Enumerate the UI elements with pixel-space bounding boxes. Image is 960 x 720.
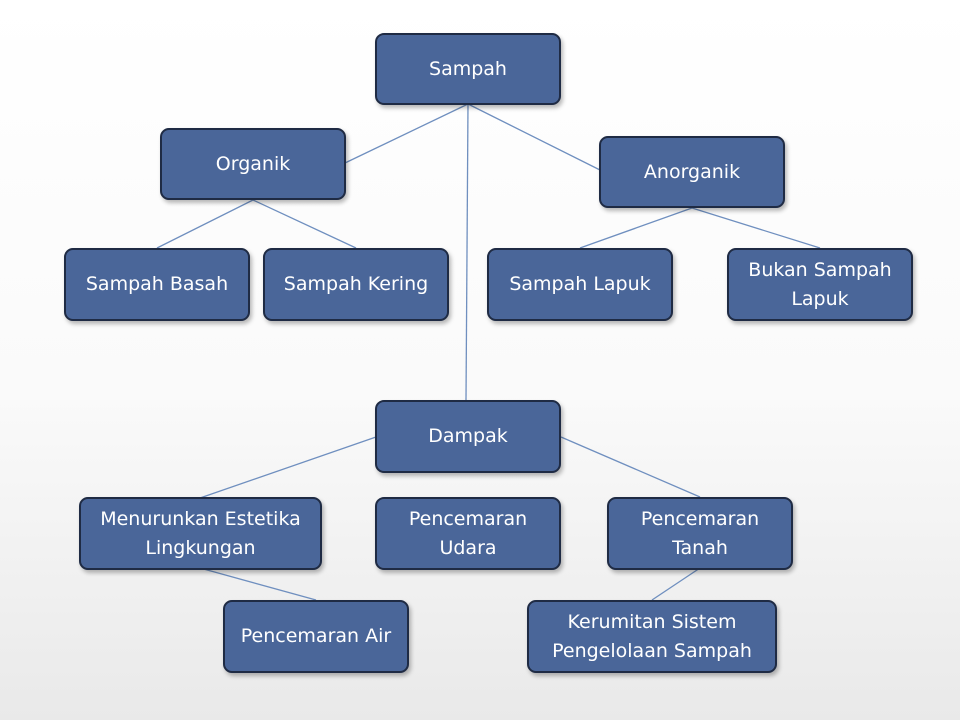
node-menurunkan-estetika-text: Menurunkan Estetika Lingkungan [100,505,301,563]
node-sampah-basah-label: Sampah Basah [85,273,229,295]
node-organik: Organik [160,128,346,200]
node-kerumitan-sistem: Kerumitan Sistem Pengelolaan Sampah [527,600,777,673]
node-pencemaran-tanah: Pencemaran Tanah [607,497,793,570]
node-sampah-kering: Sampah Kering [263,248,449,321]
node-kerumitan-sistem-line-1: Kerumitan Sistem [567,610,737,633]
node-pencemaran-tanah-line-1: Pencemaran [640,507,760,530]
connector-organik-sampah-kering [252,199,357,249]
node-dampak-label: Dampak [428,425,508,447]
connector-sampah-organik [344,103,469,164]
connector-organik-sampah-basah [156,199,254,249]
connector-anorganik-sampah-lapuk [579,207,693,249]
node-pencemaran-air-label: Pencemaran Air [240,625,392,647]
node-sampah-basah: Sampah Basah [64,248,250,321]
connector-sampah-dampak [465,103,469,401]
connector-menurunkan-estetika-pencemaran-air [199,567,317,601]
node-bukan-sampah-lapuk-line-1: Bukan Sampah [748,258,892,281]
node-bukan-sampah-lapuk: Bukan Sampah Lapuk [727,248,913,321]
node-sampah-label: Sampah [429,57,507,80]
node-pencemaran-udara: Pencemaran Udara [375,497,561,570]
node-sampah-lapuk: Sampah Lapuk [487,248,673,321]
node-menurunkan-estetika: Menurunkan Estetika Lingkungan [79,497,322,570]
node-pencemaran-udara-line-2: Udara [439,536,497,559]
node-dampak: Dampak [375,400,561,473]
node-pencemaran-udara-line-1: Pencemaran [408,507,528,530]
node-menurunkan-estetika-line-2: Lingkungan [145,536,256,559]
node-menurunkan-estetika-line-1: Menurunkan Estetika [100,507,301,530]
node-pencemaran-tanah-text: Pencemaran Tanah [641,505,759,563]
node-bukan-sampah-lapuk-text: Bukan Sampah Lapuk [748,256,891,314]
connector-anorganik-bukan-sampah-lapuk [691,207,821,249]
node-anorganik: Anorganik [599,136,785,208]
node-kerumitan-sistem-text: Kerumitan Sistem Pengelolaan Sampah [552,608,752,666]
node-sampah-kering-label: Sampah Kering [283,273,429,295]
node-sampah: Sampah [375,33,561,105]
node-pencemaran-tanah-line-2: Tanah [672,536,728,559]
node-pencemaran-air: Pencemaran Air [223,600,409,673]
connector-pencemaran-tanah-kerumitan-sistem [651,567,701,601]
node-pencemaran-udara-text: Pencemaran Udara [409,505,527,563]
node-bukan-sampah-lapuk-line-2: Lapuk [791,287,849,310]
node-kerumitan-sistem-line-2: Pengelolaan Sampah [552,639,752,662]
connector-dampak-menurunkan-estetika [199,436,377,499]
connector-sampah-anorganik [467,103,601,171]
node-sampah-lapuk-label: Sampah Lapuk [509,273,651,295]
node-anorganik-label: Anorganik [643,160,741,183]
connector-dampak-pencemaran-tanah [560,436,701,498]
node-organik-label: Organik [215,152,291,175]
